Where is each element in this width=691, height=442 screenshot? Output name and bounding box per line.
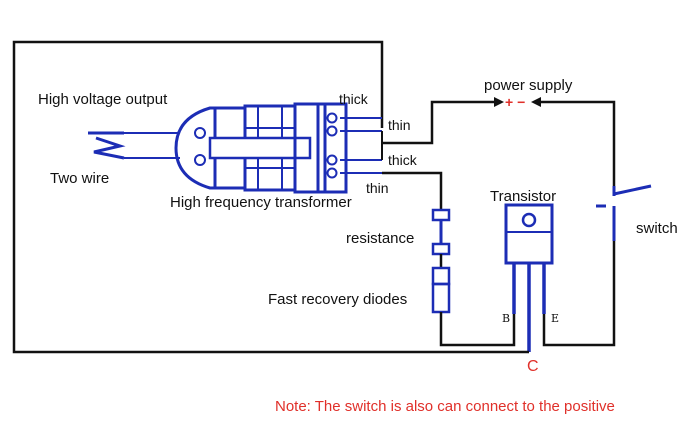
outer-black-wire	[12, 40, 443, 354]
polarity-label: + −	[505, 94, 526, 110]
resistance-feed-wire	[382, 171, 443, 210]
pin-c-label: C	[527, 358, 539, 375]
pin-b-label: B	[502, 312, 511, 325]
power-positive-wire	[382, 100, 500, 145]
two-wire-label: Two wire	[50, 170, 110, 187]
thick-top-label: thick	[339, 91, 368, 107]
switch-label: switch	[636, 220, 678, 237]
spark-gap	[88, 127, 206, 166]
thin-bottom-label: thin	[366, 180, 389, 196]
transformer-leads	[340, 117, 383, 174]
switch-to-emitter-wire	[542, 241, 616, 347]
arrow-out-supply	[531, 97, 541, 107]
power-negative-wire	[535, 100, 616, 186]
switch-icon	[596, 184, 652, 241]
transistor-label: Transistor	[490, 188, 557, 205]
transformer-icon	[174, 102, 348, 194]
diode-icon	[431, 266, 451, 328]
resistor-icon	[431, 208, 451, 268]
resistance-label: resistance	[346, 230, 415, 247]
diodes-label: Fast recovery diodes	[268, 291, 408, 308]
diode-to-base-wire	[439, 314, 516, 347]
transformer-label: High frequency transformer	[170, 194, 352, 211]
high-voltage-output-label: High voltage output	[38, 91, 168, 108]
pin-e-label: E	[551, 312, 560, 325]
thin-top-label: thin	[388, 117, 411, 133]
arrow-into-supply	[494, 97, 504, 107]
thick-bottom-label: thick	[388, 152, 417, 168]
power-supply-label: power supply	[484, 77, 573, 94]
transistor-icon	[504, 203, 554, 352]
note-text: Note: The switch is also can connect to …	[275, 398, 615, 415]
